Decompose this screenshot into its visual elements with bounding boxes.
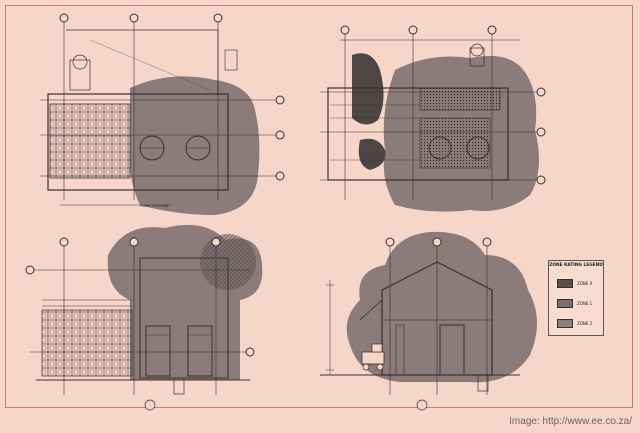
svg-text:PLAN · GROUND: PLAN · GROUND xyxy=(140,204,169,208)
legend-swatch-zone-0 xyxy=(557,278,573,288)
figure-frame xyxy=(5,5,633,408)
legend-entry-zone-0: ZONE 0 xyxy=(557,278,601,288)
hazard-zone-plan-1 xyxy=(129,76,260,215)
legend-entry-zone-2: ZONE 2 xyxy=(557,318,601,328)
image-credit: Image: http://www.ee.co.za/ xyxy=(509,416,632,427)
plan-view-top-left: PLAN · GROUND xyxy=(40,13,285,215)
legend-entry-zone-1: ZONE 1 xyxy=(557,298,601,308)
legend-label-zone-0: ZONE 0 xyxy=(577,280,593,286)
legend-label-zone-2: ZONE 2 xyxy=(577,320,593,326)
plan-view-top-right xyxy=(320,25,546,212)
dark-zone-plan-2 xyxy=(352,53,384,125)
legend-label-zone-1: ZONE 1 xyxy=(577,300,593,306)
zone-rating-legend: ZONE RATING LEGEND ZONE 0 ZONE 1 ZONE 2 xyxy=(548,260,604,336)
vehicle-icon xyxy=(361,343,385,371)
section-view-bottom-left xyxy=(25,224,263,411)
legend-swatch-zone-1 xyxy=(557,298,573,308)
hazard-zone-section-2 xyxy=(346,231,538,383)
legend-title: ZONE RATING LEGEND xyxy=(549,263,603,268)
section-view-bottom-right xyxy=(320,231,538,411)
legend-swatch-zone-2 xyxy=(557,318,573,328)
